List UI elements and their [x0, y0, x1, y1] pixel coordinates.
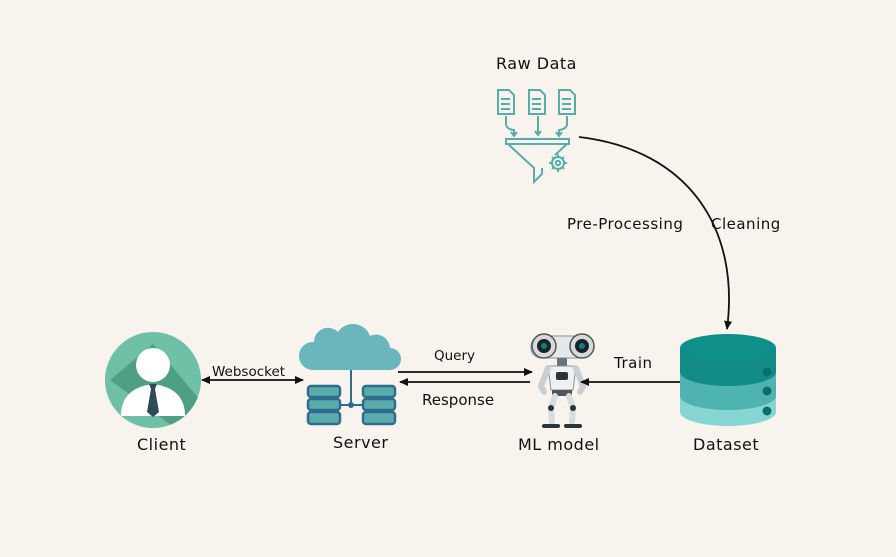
train-label: Train: [614, 354, 653, 372]
websocket-label: Websocket: [212, 364, 286, 380]
ml-model-label: ML model: [518, 435, 600, 454]
dataset-label: Dataset: [693, 435, 760, 454]
server-cloud-icon: [298, 323, 401, 408]
cleaning-label: Cleaning: [711, 215, 781, 233]
robot-icon: [530, 333, 595, 428]
raw-to-dataset-arrow: [578, 136, 733, 330]
server-database-icon: [306, 384, 342, 426]
server-label: Server: [333, 433, 389, 452]
document-icon: [528, 89, 546, 115]
pre-processing-label: Pre-Processing: [567, 215, 684, 233]
document-icon: [497, 89, 515, 115]
response-label: Response: [422, 391, 495, 409]
document-icon: [558, 89, 576, 115]
server-database-icon: [361, 384, 397, 426]
client-label: Client: [137, 435, 187, 454]
raw-data-label: Raw Data: [496, 54, 577, 73]
query-label: Query: [434, 348, 476, 364]
raw-data-funnel-icon: [497, 89, 576, 185]
dataset-database-icon: [680, 334, 776, 426]
client-avatar-icon: [105, 332, 201, 428]
